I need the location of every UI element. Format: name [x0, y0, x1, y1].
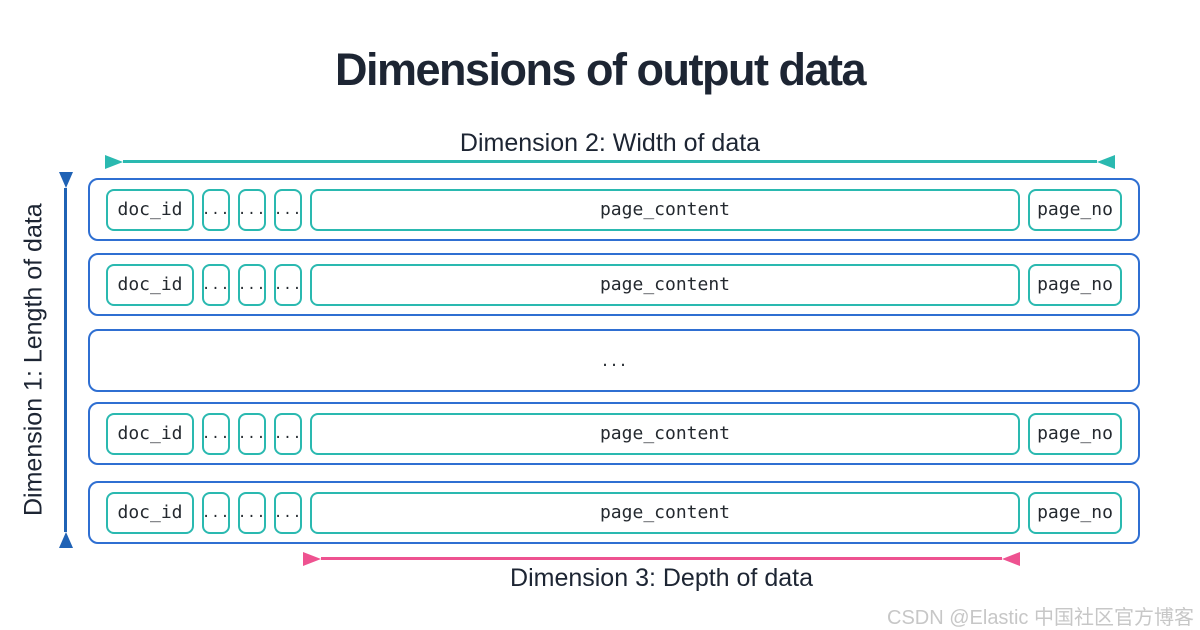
ellipsis-cell: ... — [274, 412, 302, 455]
doc-id-cell: doc_id — [106, 491, 194, 534]
ellipsis-cell: ... — [274, 491, 302, 534]
ellipsis-cell: ... — [202, 188, 230, 231]
page-no-cell: page_no — [1028, 491, 1122, 534]
page-content-cell: page_content — [310, 412, 1020, 455]
ellipsis-cell: ... — [202, 491, 230, 534]
record-row: doc_id ... ... ... page_content page_no — [88, 481, 1140, 544]
arrowhead-bottom-icon — [58, 532, 73, 548]
dimension-2-arrow — [105, 154, 1115, 169]
dimension-1-arrow — [58, 172, 73, 548]
page-title: Dimensions of output data — [335, 44, 867, 95]
record-row: doc_id ... ... ... page_content page_no — [88, 178, 1140, 241]
page-no-cell: page_no — [1028, 412, 1122, 455]
ellipsis-row: ... — [88, 329, 1140, 392]
ellipsis-cell: ... — [274, 263, 302, 306]
page-content-cell: page_content — [310, 263, 1020, 306]
watermark: CSDN @Elastic 中国社区官方博客 — [887, 607, 1194, 629]
page-no-cell: page_no — [1028, 263, 1122, 306]
arrow-line — [64, 188, 67, 532]
dimension-3-label: Dimension 3: Depth of data — [510, 564, 813, 592]
arrow-line — [321, 557, 1002, 560]
dimension-3-arrow — [303, 551, 1020, 566]
ellipsis-cell: ... — [238, 263, 266, 306]
arrowhead-top-icon — [58, 172, 73, 188]
ellipsis-cell: ... — [238, 412, 266, 455]
arrow-line — [123, 160, 1097, 163]
doc-id-cell: doc_id — [106, 412, 194, 455]
doc-id-cell: doc_id — [106, 263, 194, 306]
ellipsis-text: ... — [600, 351, 628, 370]
record-row: doc_id ... ... ... page_content page_no — [88, 253, 1140, 316]
ellipsis-cell: ... — [202, 263, 230, 306]
arrowhead-right-icon — [1002, 551, 1020, 566]
dimension-1-label: Dimension 1: Length of data — [19, 203, 48, 517]
ellipsis-cell: ... — [274, 188, 302, 231]
dimension-2-label: Dimension 2: Width of data — [459, 129, 761, 157]
page-content-cell: page_content — [310, 491, 1020, 534]
arrowhead-left-icon — [303, 551, 321, 566]
ellipsis-cell: ... — [202, 412, 230, 455]
arrowhead-right-icon — [1097, 154, 1115, 169]
ellipsis-cell: ... — [238, 188, 266, 231]
doc-id-cell: doc_id — [106, 188, 194, 231]
page-no-cell: page_no — [1028, 188, 1122, 231]
ellipsis-cell: ... — [238, 491, 266, 534]
record-row: doc_id ... ... ... page_content page_no — [88, 402, 1140, 465]
page-content-cell: page_content — [310, 188, 1020, 231]
arrowhead-left-icon — [105, 154, 123, 169]
